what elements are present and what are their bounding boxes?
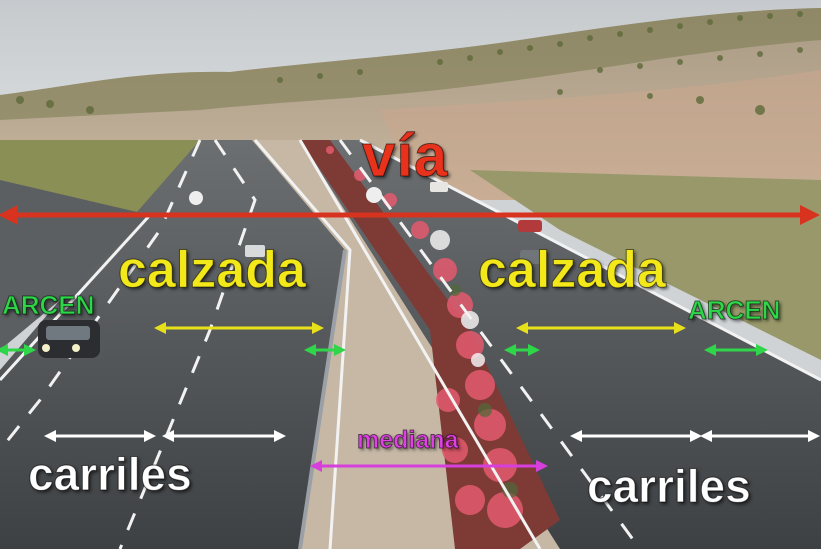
car	[518, 220, 542, 232]
via-label: vía	[361, 122, 449, 189]
car	[38, 320, 100, 358]
oleander-bushes	[300, 140, 560, 549]
car	[520, 250, 546, 264]
car	[245, 245, 265, 257]
calzada-label-left: calzada	[118, 241, 307, 299]
arcen-label-left: ARCEN	[1, 290, 95, 320]
car	[430, 182, 448, 192]
arcen-label-right: ARCEN	[687, 295, 781, 325]
left-roadway	[0, 140, 350, 549]
mediana-label: mediana	[356, 426, 459, 454]
right-roadway	[300, 140, 821, 549]
carriles-label-right: carriles	[587, 460, 752, 512]
calzada-label-right: calzada	[478, 241, 667, 299]
carriles-label-left: carriles	[28, 448, 193, 500]
